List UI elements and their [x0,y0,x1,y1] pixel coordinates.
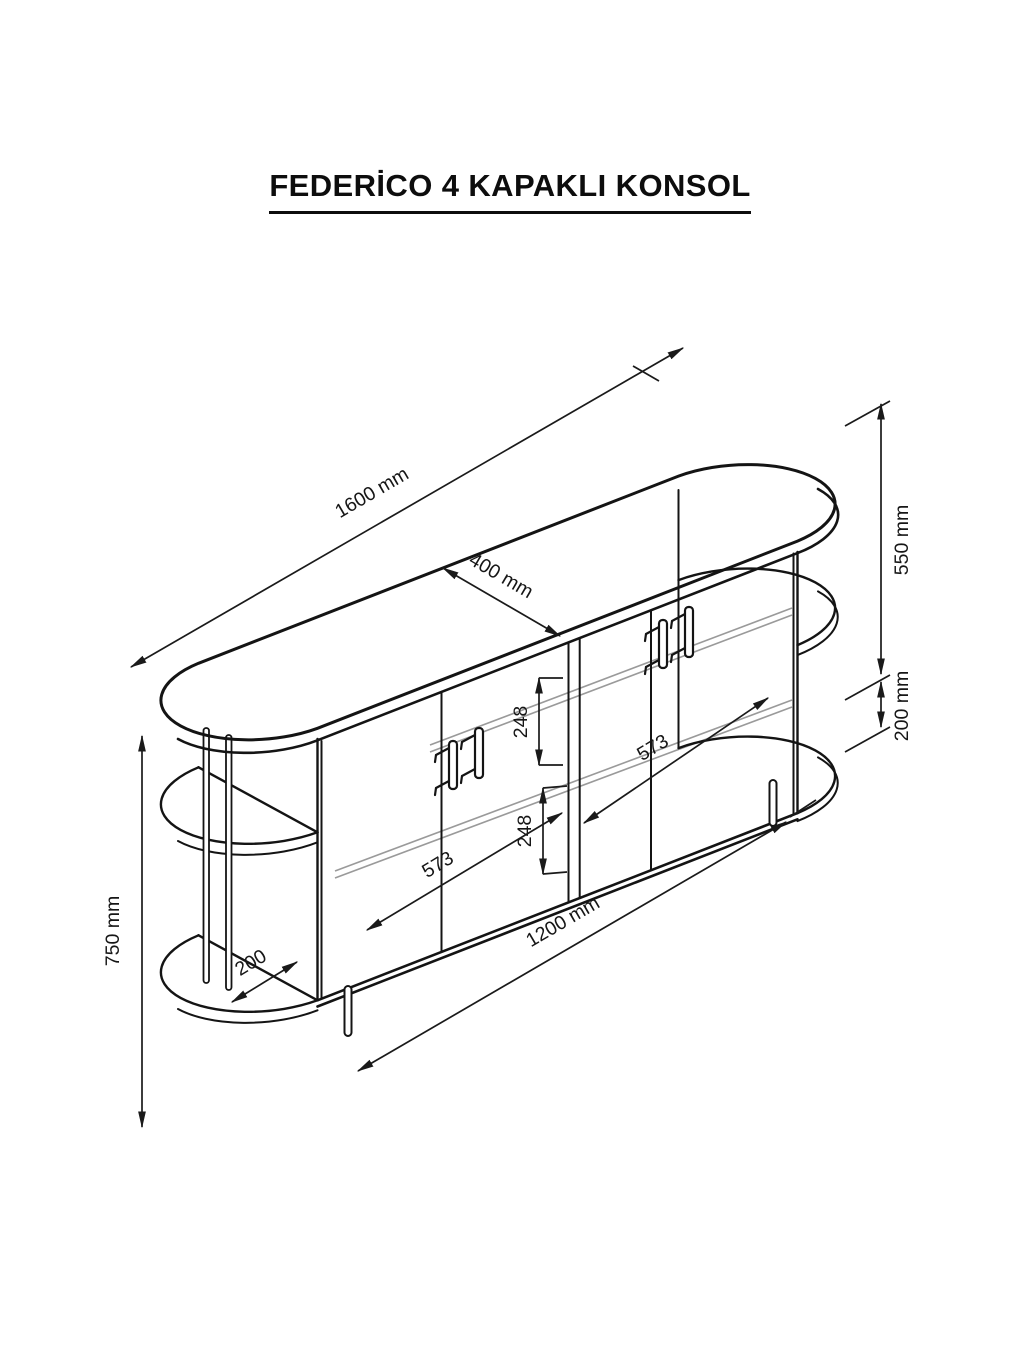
dim-label-door-width-right: 573 [633,730,672,766]
page-title-row: FEDERİCO 4 KAPAKLI KONSOL [0,168,1020,214]
handle-door-4 [669,605,695,664]
dimension-shelf-spacing-top: 248 [510,676,563,767]
legs [343,985,353,1037]
dimension-total-height: 750 mm [102,734,146,1129]
left-middle-shelf-back-edge [197,766,319,834]
handle-door-1 [433,739,459,797]
interior-shelf-hidden-lines [334,607,793,879]
dim-label-leg-height: 200 mm [891,671,913,741]
dimension-body-height: 550 mm [844,400,913,701]
dimension-cabinet-length: 1200 mm [356,799,817,1072]
dim-label-total-length: 1600 mm [331,463,412,523]
tabletop [159,463,840,755]
dim-label-door-width-left: 573 [418,847,457,883]
left-bottom-shelf-edge [159,934,319,1014]
tabletop-outline [159,463,837,742]
right-end-shelf-unit [677,489,839,827]
dimension-shelf-spacing-bottom: 248 [514,785,568,876]
front-left-leg [343,985,353,1037]
dim-label-shelf-spacing-top: 248 [510,706,532,739]
page-title: FEDERİCO 4 KAPAKLI KONSOL [269,168,751,214]
left-support-rod-1 [202,727,210,984]
right-bottom-shelf-edge [677,735,837,815]
dim-label-body-height: 550 mm [891,505,913,575]
dim-label-shelf-spacing-bottom: 248 [514,815,536,848]
left-middle-shelf-edge [159,766,319,846]
dimension-door-width-right: 573 [582,697,770,824]
dim-label-depth: 400 mm [465,549,537,604]
right-end-leg [768,779,778,827]
right-middle-shelf-edge [677,567,837,647]
left-end-shelf-unit [159,727,319,1024]
cabinet-front-face [316,550,799,1008]
tabletop-lower-rim [176,487,840,755]
dimension-side-shelf-depth: 200 [230,945,299,1003]
dimension-leg-height: 200 mm [844,671,913,753]
dim-label-total-height: 750 mm [102,896,124,966]
handle-door-2 [459,726,485,785]
dim-label-side-shelf-depth: 200 [231,945,270,981]
left-support-rod-2 [225,734,233,991]
